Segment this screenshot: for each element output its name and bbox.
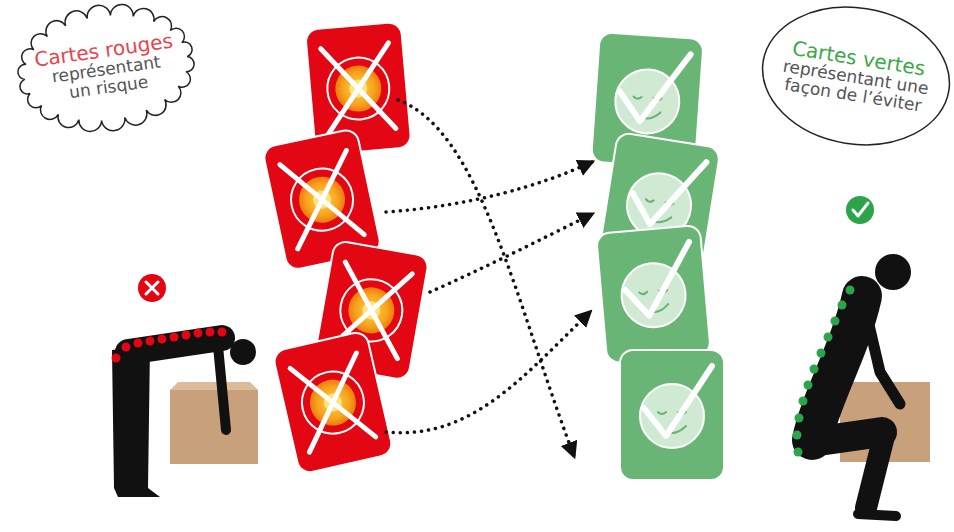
matching-arrows xyxy=(386,100,592,456)
wrong-posture xyxy=(112,274,259,497)
solution-cards xyxy=(591,32,724,480)
right-posture xyxy=(793,196,931,516)
risk-cards xyxy=(262,22,430,475)
speech-bubble: Cartes vertesreprésentant une façon de l… xyxy=(750,0,954,160)
speech-bubble: Cartes rougesreprésentant un risque xyxy=(13,1,199,136)
